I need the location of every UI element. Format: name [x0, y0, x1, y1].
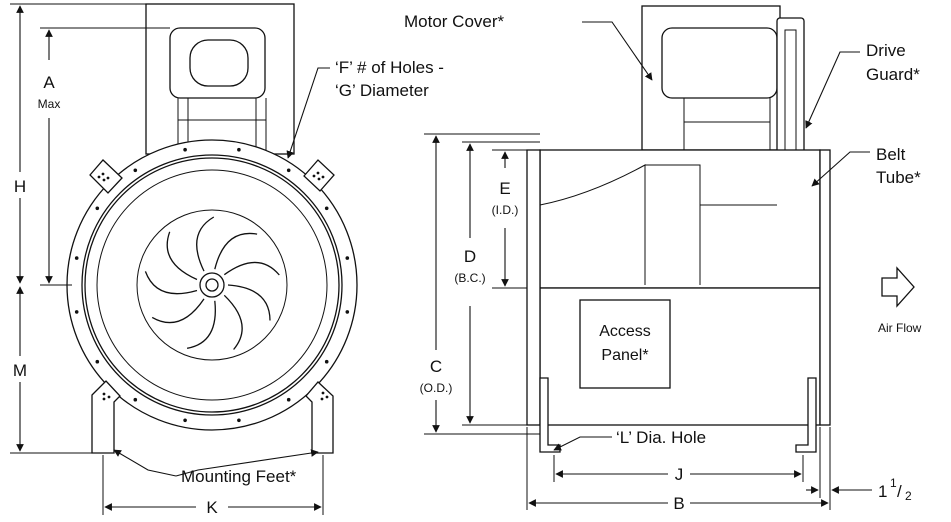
- label-a: A: [43, 73, 55, 92]
- label-guard: Guard*: [866, 65, 920, 84]
- bolt-hole: [345, 310, 350, 314]
- label-m: M: [13, 361, 27, 380]
- motor-cover-leader: [582, 21, 653, 81]
- label-j: J: [675, 465, 684, 484]
- label-belt: Belt: [876, 145, 906, 164]
- front-motor-base: [177, 98, 267, 150]
- front-shaft: [205, 278, 219, 292]
- bolt-hole: [133, 397, 138, 402]
- fan-blade: [223, 294, 243, 350]
- bolt-hole: [95, 206, 100, 211]
- bolt-hole: [324, 206, 329, 211]
- bolt-hole: [237, 147, 241, 152]
- label-flange-whole: 1: [878, 482, 887, 501]
- label-motor-cover: Motor Cover*: [404, 12, 505, 31]
- air-flow-arrow-icon: [881, 266, 915, 308]
- bolt-hole: [95, 359, 100, 364]
- label-c-od: (O.D.): [420, 381, 453, 395]
- side-housing-upper: [539, 149, 821, 289]
- drive-guard-leader: [805, 51, 860, 129]
- label-f-holes: ‘F’ # of Holes -: [335, 58, 444, 77]
- f-holes-leader: [286, 67, 330, 159]
- label-a-max: Max: [38, 97, 61, 111]
- label-h: H: [14, 177, 26, 196]
- front-mounting-foot-left: [91, 380, 121, 454]
- bolt-hole: [183, 418, 187, 423]
- front-lifting-lug-right: [303, 159, 335, 192]
- fan-blade: [196, 216, 215, 272]
- front-mounting-foot-right: [305, 381, 334, 454]
- flange-bolt-holes: [74, 147, 350, 423]
- label-k: K: [206, 498, 218, 517]
- front-housing-ring: [84, 157, 340, 413]
- label-panel: Panel*: [601, 347, 648, 364]
- mounting-feet-leader-left: [113, 449, 177, 477]
- label-l-hole: ‘L’ Dia. Hole: [616, 428, 706, 447]
- label-c: C: [430, 357, 442, 376]
- fan-blade: [151, 298, 205, 324]
- bolt-hole: [345, 256, 350, 260]
- bolt-hole: [286, 168, 291, 173]
- label-air-flow: Air Flow: [878, 321, 922, 335]
- bolt-hole: [74, 256, 79, 260]
- label-mounting-feet: Mounting Feet*: [181, 467, 297, 486]
- side-housing-internals: [539, 164, 777, 285]
- bolt-hole: [237, 418, 241, 423]
- front-lifting-lug-left: [89, 159, 123, 194]
- fan-blade: [227, 284, 271, 321]
- bolt-hole: [133, 168, 138, 173]
- side-motor-body: [661, 27, 778, 99]
- front-view: A Max H M K ‘F’ # of Holes - ‘G’ Diamete…: [10, 3, 444, 517]
- front-flange-inner: [81, 154, 343, 416]
- front-wheel-ring: [136, 209, 288, 361]
- label-tube: Tube*: [876, 168, 921, 187]
- label-b: B: [673, 494, 684, 513]
- fan-blade: [144, 271, 198, 295]
- front-motor-end: [189, 39, 249, 87]
- fan-blade: [166, 231, 198, 281]
- fan-blade: [214, 232, 258, 270]
- label-d: D: [464, 247, 476, 266]
- side-inlet-flange: [526, 149, 541, 426]
- front-fan-wheel: [144, 216, 280, 350]
- side-motor-base: [683, 98, 771, 150]
- bolt-hole: [286, 397, 291, 402]
- bolt-hole: [183, 147, 187, 152]
- bolt-hole: [74, 310, 79, 314]
- label-drive: Drive: [866, 41, 906, 60]
- label-e-id: (I.D.): [492, 203, 519, 217]
- mounting-feet-leader-right: [175, 449, 319, 477]
- access-panel: [579, 299, 671, 389]
- l-hole-leader: [553, 436, 612, 451]
- belt-tube-leader: [811, 151, 870, 187]
- label-g-diameter: ‘G’ Diameter: [335, 81, 429, 100]
- side-outlet-flange: [819, 149, 831, 426]
- label-d-bc: (B.C.): [454, 271, 485, 285]
- side-view: Access Panel* Motor Cover* Drive Guard* …: [404, 5, 922, 513]
- label-flange-den: 2: [905, 489, 912, 503]
- bolt-hole: [324, 359, 329, 364]
- fan-blade: [223, 261, 280, 276]
- label-flange-num: 1: [890, 476, 897, 490]
- front-duct-ring: [96, 169, 328, 401]
- label-access: Access: [599, 323, 651, 340]
- side-mounting-foot-right: [795, 377, 817, 453]
- label-e: E: [499, 179, 510, 198]
- svg-text:/: /: [897, 482, 902, 501]
- fan-blade: [186, 300, 216, 349]
